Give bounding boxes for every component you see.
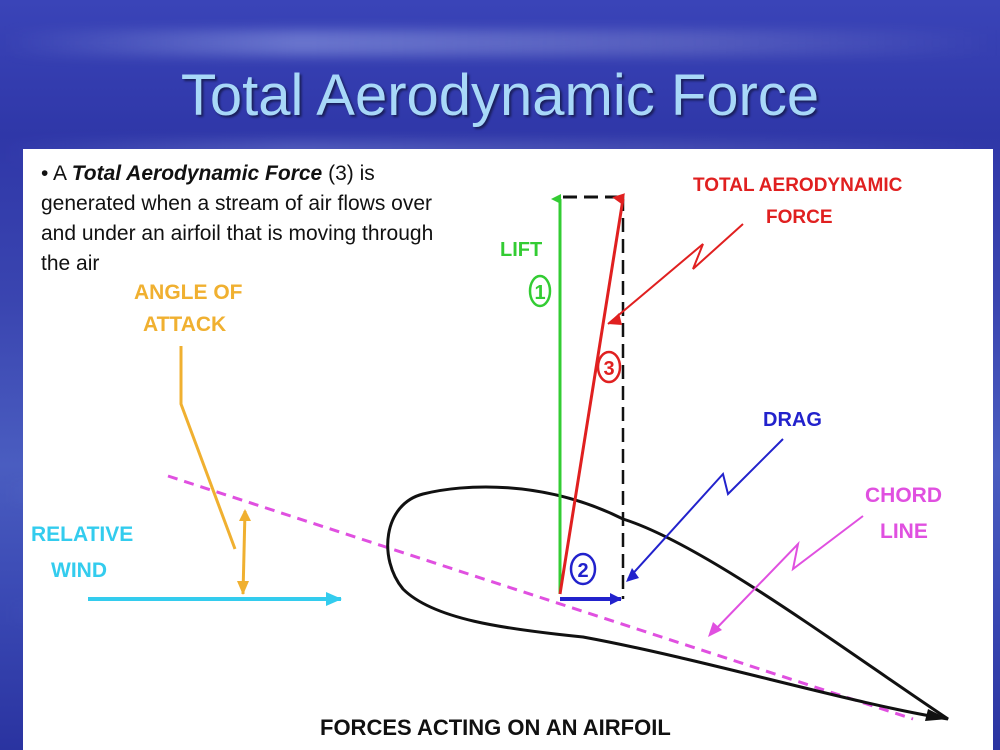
total-force-label-line1: TOTAL AERODYNAMIC	[693, 175, 903, 196]
aoa-arc-head-down	[237, 581, 249, 595]
drag-label: DRAG	[763, 409, 822, 431]
aoa-label-line2: ATTACK	[143, 313, 226, 336]
bullet-emphasis: Total Aerodynamic Force	[71, 162, 323, 185]
bullet-marker: •	[41, 162, 49, 185]
chord-pointer-head	[708, 622, 722, 637]
slide-title: Total Aerodynamic Force	[180, 63, 820, 128]
airfoil-outline	[386, 485, 949, 721]
bullet-pre: A	[53, 162, 72, 185]
total-marker: 3	[603, 358, 614, 380]
aoa-label-line1: ANGLE OF	[134, 281, 243, 304]
bullet-post: (3) is generated when a stream of air fl…	[41, 162, 434, 275]
wind-label-line1: RELATIVE	[31, 523, 133, 546]
aoa-arc-head-up	[239, 509, 251, 521]
drag-pointer	[627, 438, 784, 580]
content-panel: • A Total Aerodynamic Force (3) is gener…	[23, 149, 993, 750]
airfoil-diagram: 1 3 2 LIFT TOTAL AERODYNAMIC FORCE DRAG …	[31, 175, 949, 740]
total-force-arrow	[558, 193, 625, 595]
chord-pointer	[712, 515, 864, 633]
total-force-pointer-head	[608, 313, 622, 325]
lift-label: LIFT	[500, 239, 542, 261]
aoa-arc-arrow	[241, 510, 247, 595]
aoa-pointer	[179, 346, 237, 550]
drag-pointer-head	[626, 568, 639, 582]
lift-marker: 1	[534, 282, 545, 304]
trailing-edge-tip	[925, 709, 948, 721]
total-marker-circle	[596, 350, 622, 384]
total-force-pointer	[607, 223, 744, 325]
drag-marker: 2	[577, 560, 588, 582]
lift-marker-circle	[528, 274, 552, 308]
bullet-text: • A Total Aerodynamic Force (3) is gener…	[41, 159, 441, 279]
chord-label-line2: LINE	[880, 520, 928, 543]
wind-label-line2: WIND	[51, 559, 107, 582]
chord-line	[167, 474, 914, 721]
diagram-caption: FORCES ACTING ON AN AIRFOIL	[320, 715, 671, 740]
chord-label-line1: CHORD	[865, 484, 942, 507]
total-force-label-line2: FORCE	[766, 207, 833, 228]
drag-marker-circle	[569, 552, 597, 586]
